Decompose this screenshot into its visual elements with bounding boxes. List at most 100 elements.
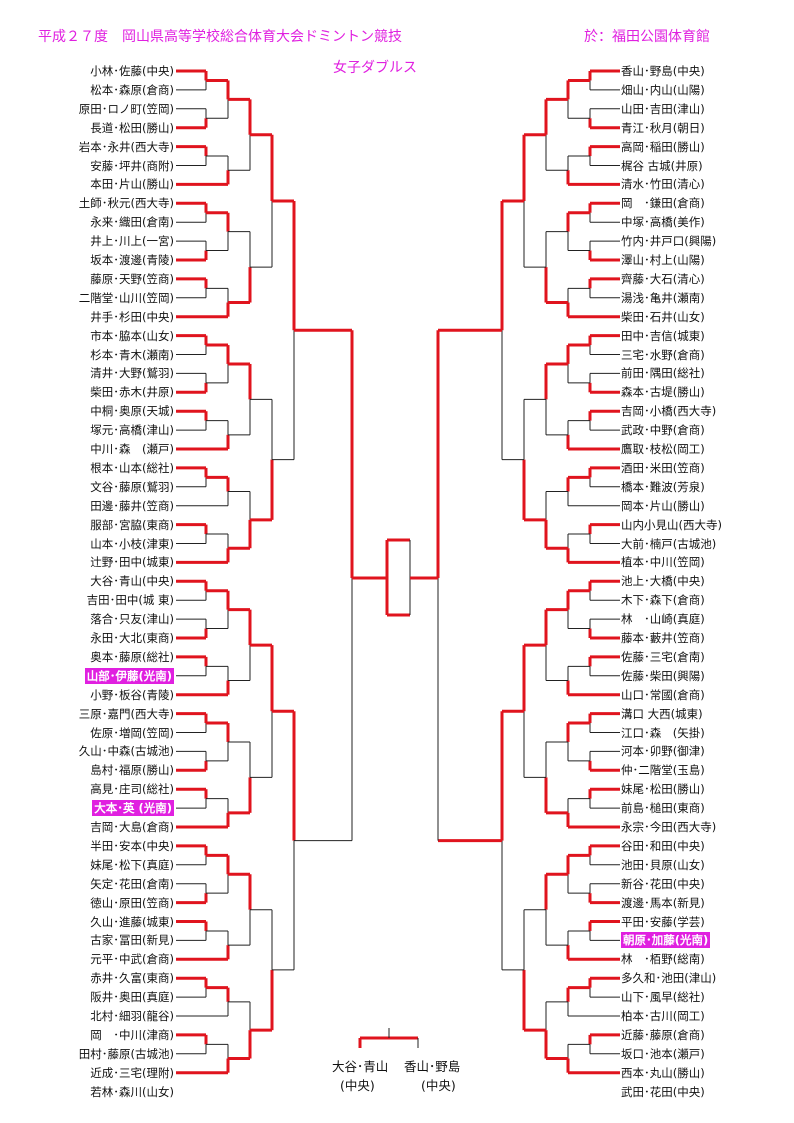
left-player-35: 三原･嘉門(西大寺): [78, 706, 174, 721]
right-player-22: 酒田･米田(笠商): [621, 460, 705, 475]
left-player-10: 井上･川上(一宮): [90, 234, 174, 249]
left-player-53: 田村･藤原(古城池): [78, 1046, 174, 1061]
final-right-name: 香山･野島: [404, 1059, 461, 1074]
left-player-15: 市本･脇本(山女): [90, 328, 174, 343]
left-player-11: 坂本･渡邊(青陵): [90, 253, 174, 267]
left-player-32: 奥本･藤原(総社): [90, 649, 174, 664]
left-player-12: 藤原･天野(笠商): [90, 271, 174, 286]
left-player-45: 徳山･原田(笠商): [90, 895, 174, 910]
right-player-2: 畑山･内山(山陽): [621, 82, 705, 97]
left-player-17: 清井･大野(鷲羽): [90, 366, 174, 381]
left-player-33: 山部･伊藤(光南): [84, 667, 174, 684]
right-player-11: 澤山･村上(山陽): [621, 253, 705, 267]
event-label: 女子ダブルス: [333, 60, 417, 76]
right-player-7: 清水･竹田(清心): [621, 177, 705, 192]
right-player-31: 藤本･藪井(笠商): [621, 631, 705, 645]
right-player-55: 武田･花田(中央): [621, 1084, 705, 1099]
left-player-46: 久山･進藤(城東): [90, 914, 174, 929]
left-player-3: 原田･ロノ町(笠岡): [78, 101, 174, 116]
right-player-46: 平田･安藤(学芸): [621, 914, 705, 929]
right-player-1: 香山･野島(中央): [621, 64, 705, 78]
right-player-4: 青江･秋月(朝日): [621, 120, 705, 135]
left-player-13: 二階堂･山川(笠岡): [78, 290, 174, 305]
right-player-3: 山田･吉田(津山): [621, 101, 705, 116]
left-player-52: 岡 ･中川(津商): [90, 1027, 174, 1042]
left-player-24: 田邊･藤井(笠商): [90, 498, 174, 513]
left-player-2: 松本･森原(倉商): [90, 82, 174, 97]
right-player-8: 岡 ･鎌田(倉商): [621, 196, 705, 211]
left-player-34: 小野･板谷(青陵): [90, 687, 174, 702]
right-player-43: 池田･貝原(山女): [621, 857, 705, 872]
right-player-38: 仲･二階堂(玉島): [621, 763, 705, 778]
final-left-school: (中央): [340, 1078, 375, 1093]
left-player-44: 矢定･花田(倉南): [90, 876, 174, 891]
right-player-40: 前島･槌田(東商): [621, 801, 705, 816]
right-player-14: 柴田･石井(山女): [621, 309, 705, 324]
left-player-1: 小林･佐藤(中央): [90, 64, 174, 78]
right-player-9: 中塚･高橋(美作): [621, 215, 705, 230]
left-player-51: 北村･細羽(龍谷): [90, 1009, 174, 1023]
right-player-36: 江口･森 (矢掛): [621, 725, 705, 740]
left-player-42: 半田･安本(中央): [90, 838, 174, 853]
left-player-55: 若林･森川(山女): [90, 1084, 174, 1099]
left-player-21: 中川･森 (瀬戸): [90, 442, 174, 456]
right-player-30: 林 ･山崎(真庭): [621, 612, 705, 627]
final-left-name: 大谷･青山: [332, 1059, 389, 1074]
right-player-5: 高岡･稲田(勝山): [621, 139, 705, 154]
left-player-38: 島村･福原(勝山): [90, 763, 174, 778]
left-player-41: 吉岡･大島(倉商): [90, 820, 174, 834]
left-player-25: 服部･宮脇(東商): [90, 517, 174, 532]
tournament-title: 平成２７度 岡山県高等学校総合体育大会ドミントン競技: [38, 29, 402, 45]
right-player-26: 大前･楠戸(古城池): [621, 536, 717, 551]
left-player-39: 高見･庄司(総社): [90, 782, 174, 797]
right-player-34: 山口･常國(倉商): [621, 687, 705, 702]
left-player-47: 古家･冨田(新見): [90, 933, 174, 948]
right-player-16: 三宅･水野(倉商): [621, 347, 705, 362]
right-player-50: 山下･風早(総社): [621, 990, 705, 1005]
right-player-12: 齊藤･大石(清心): [621, 271, 705, 286]
right-player-17: 前田･隅田(総社): [621, 366, 705, 381]
left-player-16: 杉本･青木(瀬南): [90, 347, 174, 362]
right-player-32: 佐藤･三宅(倉南): [621, 649, 705, 664]
right-player-24: 岡本･片山(勝山): [621, 498, 705, 513]
left-player-36: 佐原･増岡(笠岡): [90, 725, 174, 740]
left-player-48: 元平･中武(倉商): [90, 952, 174, 967]
left-player-8: 土師･秋元(西大寺): [78, 196, 174, 211]
right-player-42: 谷田･和田(中央): [621, 838, 705, 853]
left-player-50: 阪井･奥田(真庭): [90, 990, 174, 1005]
left-player-18: 柴田･赤木(井原): [90, 385, 174, 400]
right-player-6: 梶谷 古城(井原): [621, 158, 703, 173]
left-player-7: 本田･片山(勝山): [90, 177, 174, 192]
left-player-6: 安藤･坪井(商附): [90, 158, 174, 173]
right-player-28: 池上･大橋(中央): [621, 574, 705, 589]
right-player-15: 田中･吉信(城東): [621, 328, 705, 343]
right-player-20: 武政･中野(倉商): [621, 423, 705, 438]
right-player-47: 朝原･加藤(光南): [621, 932, 711, 949]
left-player-20: 塚元･高橋(津山): [90, 423, 174, 438]
left-player-22: 根本･山本(総社): [90, 460, 174, 475]
right-player-29: 木下･森下(倉商): [621, 593, 705, 608]
right-player-35: 溝口 大西(城東): [621, 706, 703, 721]
right-player-23: 橋本･難波(芳泉): [621, 479, 705, 494]
left-player-19: 中桐･奥原(天城): [90, 404, 174, 419]
right-player-41: 永宗･今田(西大寺): [621, 820, 717, 834]
right-player-27: 植本･中川(笠岡): [621, 555, 705, 570]
left-player-9: 永来･織田(倉南): [90, 215, 174, 230]
left-player-30: 落合･只友(津山): [90, 612, 174, 627]
right-player-53: 坂口･池本(瀬戸): [621, 1046, 705, 1061]
right-player-48: 林 ･栢野(総南): [621, 952, 705, 967]
right-player-44: 新谷･花田(中央): [621, 876, 705, 891]
left-player-31: 永田･大北(東商): [90, 631, 174, 645]
right-player-45: 渡邊･馬本(新見): [621, 895, 705, 910]
left-player-23: 文谷･藤原(鷲羽): [90, 479, 174, 494]
left-player-4: 長道･松田(勝山): [90, 120, 174, 135]
right-player-10: 竹内･井戸口(興陽): [621, 234, 717, 249]
right-player-25: 山内小見山(西大寺): [621, 517, 722, 532]
left-player-28: 大谷･青山(中央): [90, 574, 174, 589]
right-player-33: 佐藤･柴田(興陽): [621, 668, 705, 683]
right-player-13: 湯浅･亀井(瀬南): [621, 290, 705, 305]
right-player-18: 森本･古堤(勝山): [621, 385, 705, 400]
left-player-29: 吉田･田中(城 東): [86, 593, 174, 608]
right-player-54: 西本･丸山(勝山): [621, 1065, 705, 1080]
